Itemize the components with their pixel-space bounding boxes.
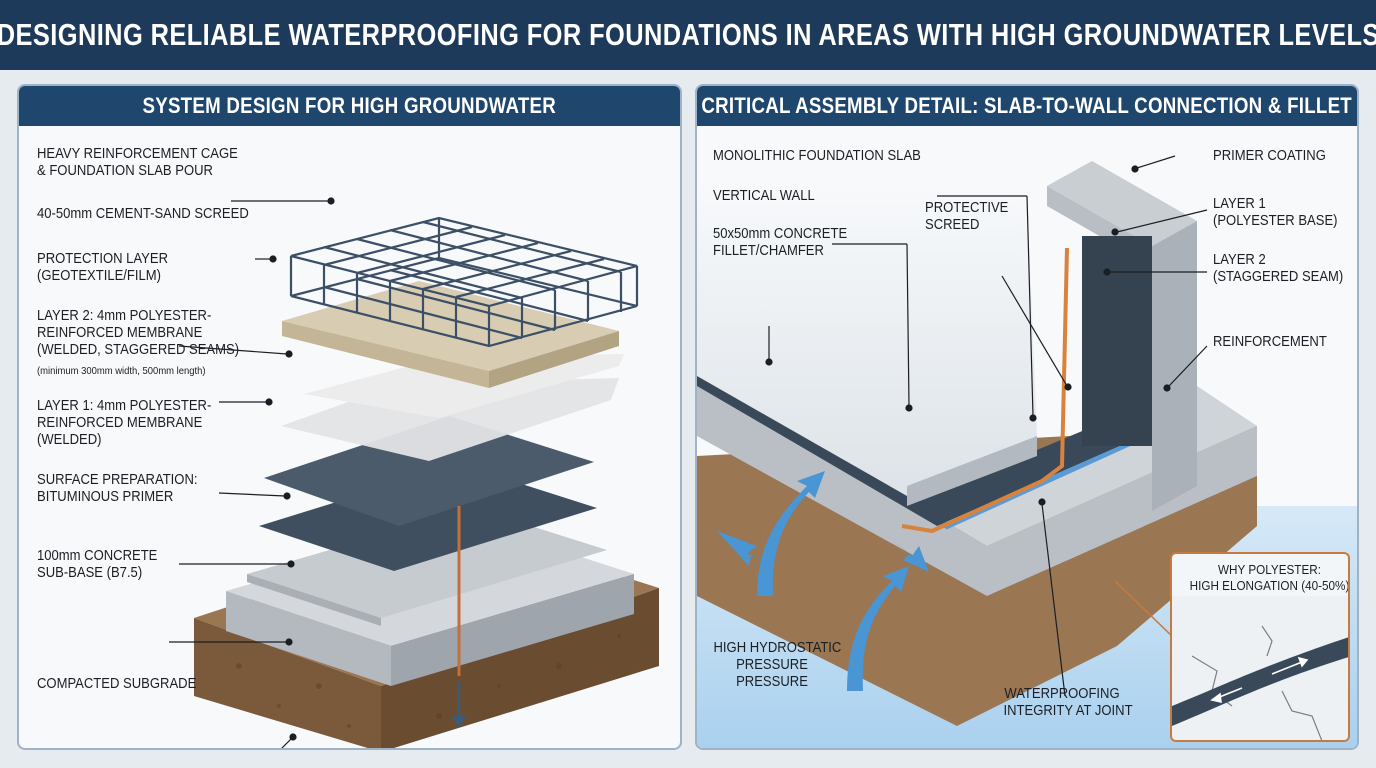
label-layer-2: LAYER 2: 4mm POLYESTER- REINFORCED MEMBR… [37, 308, 240, 358]
drain-pipe [452, 506, 466, 728]
right-panel-header: CRITICAL ASSEMBLY DETAIL: SLAB-TO-WALL C… [697, 86, 1357, 126]
label-cage: HEAVY REINFORCEMENT CAGE & FOUNDATION SL… [37, 146, 238, 179]
label-integrity: WATERPROOFING INTEGRITY AT JOINT [1003, 686, 1133, 719]
label-slab: MONOLITHIC FOUNDATION SLAB [713, 148, 921, 164]
label-subgrade: COMPACTED SUBGRADE [37, 676, 197, 692]
label-layer-2: LAYER 2 (STAGGERED SEAM) [1213, 252, 1344, 285]
cement-screed [282, 281, 619, 388]
label-subbase: 100mm CONCRETE SUB-BASE (B7.5) [37, 548, 158, 581]
vertical-wall [1047, 161, 1197, 511]
leader-lines [169, 197, 335, 748]
primer-slab [247, 508, 607, 626]
water-pressure-arrows [717, 471, 929, 691]
layer-stack-illustration [169, 197, 659, 748]
leader-lines [765, 155, 1208, 697]
label-fillet: 50x50mm CONCRETE FILLET/CHAMFER [713, 226, 848, 259]
elongation-illustration [1172, 596, 1348, 740]
label-layer-2-note: (minimum 300mm width, 500mm length) [37, 365, 206, 377]
left-panel-header: SYSTEM DESIGN FOR HIGH GROUNDWATER [19, 86, 680, 126]
label-primer-coating: PRIMER COATING [1213, 148, 1326, 164]
label-protective-screed: PROTECTIVE SCREED [925, 200, 1009, 233]
reinforcement-cage [289, 216, 639, 348]
primer-line [901, 247, 1069, 534]
left-panel: SYSTEM DESIGN FOR HIGH GROUNDWATER [17, 84, 682, 750]
membrane-layer-1 [259, 464, 597, 571]
label-layer-1: LAYER 1: 4mm POLYESTER- REINFORCED MEMBR… [37, 398, 212, 448]
label-screed: 40-50mm CEMENT-SAND SCREED [37, 206, 249, 222]
callout-text: WHY POLYESTER: HIGH ELONGATION (40-50%) [1189, 562, 1350, 593]
label-wall: VERTICAL WALL [713, 188, 815, 204]
polyester-callout: WHY POLYESTER: HIGH ELONGATION (40-50%) [1170, 552, 1350, 742]
label-hydrostatic: HIGH HYDROSTATIC PRESSURE PRESSURE [713, 640, 842, 690]
right-panel: CRITICAL ASSEMBLY DETAIL: SLAB-TO-WALL C… [695, 84, 1359, 750]
membrane-layer-2 [264, 416, 594, 526]
label-reinforcement: REINFORCEMENT [1213, 334, 1327, 350]
label-layer-1: LAYER 1 (POLYESTER BASE) [1213, 196, 1338, 229]
page-title: DESIGNING RELIABLE WATERPROOFING FOR FOU… [0, 17, 1376, 52]
label-protection-layer: PROTECTION LAYER (GEOTEXTILE/FILM) [37, 251, 169, 284]
foundation-slab [697, 186, 1037, 496]
label-primer: SURFACE PREPARATION: BITUMINOUS PRIMER [37, 472, 198, 505]
title-bar: DESIGNING RELIABLE WATERPROOFING FOR FOU… [0, 0, 1376, 70]
joint-detail-illustration [697, 155, 1357, 748]
membrane-layer-dark [697, 256, 1167, 526]
